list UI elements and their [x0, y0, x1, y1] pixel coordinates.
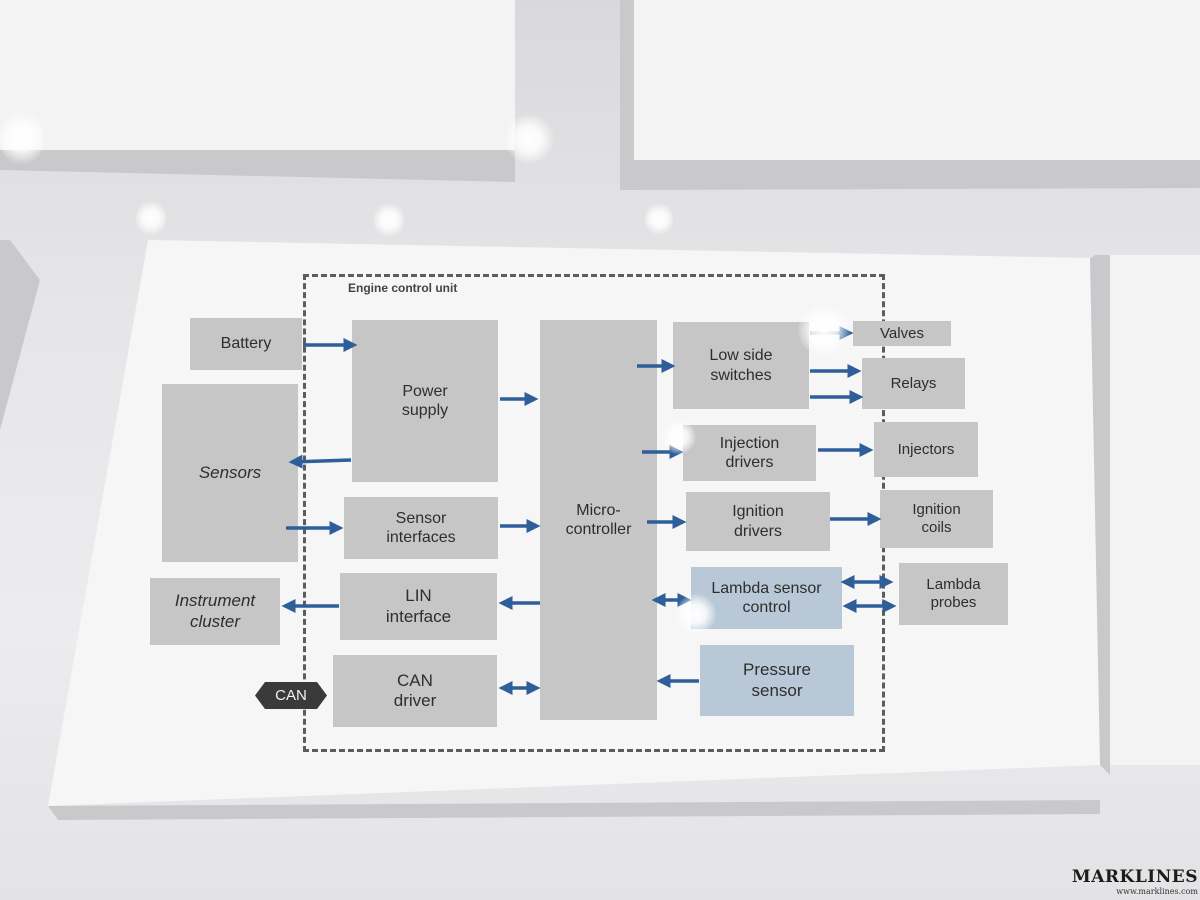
injectors-box: Injectors	[874, 422, 978, 477]
background-frame-left	[0, 0, 515, 150]
light-reflection	[645, 202, 673, 236]
relays-box: Relays	[862, 358, 965, 409]
power-supply-box: Power supply	[352, 320, 498, 482]
background-frame-right	[628, 0, 1200, 165]
lambda-sensor-control-box: Lambda sensor control	[691, 567, 842, 629]
valves-box: Valves	[853, 321, 951, 346]
sensor-interfaces-box: Sensor interfaces	[344, 497, 498, 559]
light-reflection	[798, 304, 850, 356]
instrument-cluster-box: Instrument cluster	[150, 578, 280, 645]
light-reflection	[662, 420, 696, 454]
marklines-watermark: MARKLINES www.marklines.com	[1072, 867, 1198, 896]
light-reflection	[0, 110, 44, 166]
ignition-drivers-box: Ignition drivers	[686, 492, 830, 551]
diagram-plate-edge	[48, 800, 1100, 820]
light-reflection	[374, 202, 404, 238]
background-frame-right-edge	[620, 0, 634, 190]
can-driver-box: CAN driver	[333, 655, 497, 727]
microcontroller-box: Micro- controller	[540, 320, 657, 720]
pressure-sensor-box: Pressure sensor	[700, 645, 854, 716]
watermark-url: www.marklines.com	[1116, 887, 1198, 896]
background-frame-right-bottom-edge	[620, 160, 1200, 190]
background-plate-far-right	[1095, 255, 1200, 765]
injection-drivers-box: Injection drivers	[683, 425, 816, 481]
light-reflection	[676, 594, 716, 634]
light-reflection	[504, 115, 554, 163]
watermark-brand: MARKLINES	[1071, 867, 1198, 887]
sensors-box: Sensors	[162, 384, 298, 562]
lin-interface-box: LIN interface	[340, 573, 497, 640]
engine-control-unit-label: Engine control unit	[348, 281, 458, 295]
ignition-coils-box: Ignition coils	[880, 490, 993, 548]
battery-box: Battery	[190, 318, 302, 370]
lambda-probes-box: Lambda probes	[899, 563, 1008, 625]
can-tag: CAN	[255, 682, 327, 709]
light-reflection	[136, 200, 166, 236]
arrow-power-to-sensors	[288, 454, 352, 469]
low-side-switches-box: Low side switches	[673, 322, 809, 409]
